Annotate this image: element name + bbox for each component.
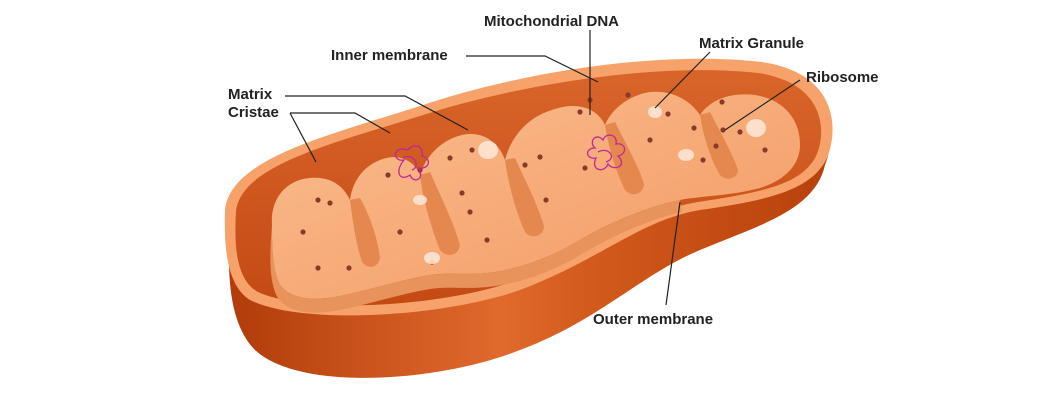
- label-ribosome: Ribosome: [806, 69, 879, 87]
- label-matrix-granule: Matrix Granule: [699, 35, 804, 53]
- label-cristae: Cristae: [228, 104, 279, 122]
- label-matrix: Matrix: [228, 86, 272, 104]
- label-mitochondrial-dna: Mitochondrial DNA: [484, 13, 619, 31]
- label-inner-membrane: Inner membrane: [331, 47, 448, 65]
- label-outer-membrane: Outer membrane: [593, 311, 713, 329]
